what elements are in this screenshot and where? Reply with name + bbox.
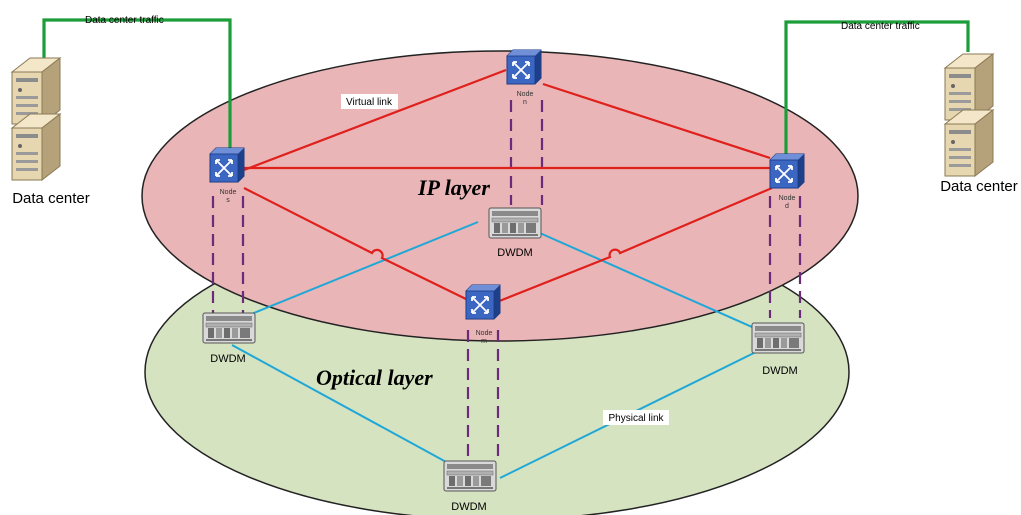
- data-center-traffic-label: Data center traffic: [85, 15, 164, 26]
- router-label: Node: [476, 330, 493, 337]
- data-center-traffic-label: Data center traffic: [841, 21, 920, 32]
- virtual-links: [243, 68, 773, 304]
- router-label: s: [226, 197, 230, 204]
- dwdm-icon: [751, 322, 805, 354]
- dwdm-label: DWDM: [762, 365, 797, 377]
- router-label: m: [481, 338, 487, 345]
- virtual-link-label: Virtual link: [341, 94, 398, 109]
- router-label: Node: [779, 195, 796, 202]
- router-icon: [209, 147, 245, 183]
- dwdm-label: DWDM: [210, 353, 245, 365]
- router-label: n: [523, 99, 527, 106]
- dwdm-device-top: DWDM: [488, 207, 542, 259]
- router-icon: [769, 153, 805, 189]
- router-node-m: Node m: [465, 284, 501, 345]
- router-node-s: Node s: [209, 147, 245, 204]
- dwdm-icon: [488, 207, 542, 239]
- data-center-label: Data center: [940, 178, 1018, 195]
- server-icon: [11, 57, 61, 181]
- virtual-link-text: Virtual link: [346, 97, 393, 108]
- physical-link-label: Physical link: [603, 410, 669, 425]
- data-center-right: Data center Data center traffic: [841, 21, 1018, 195]
- dwdm-device-left: DWDM: [202, 312, 256, 365]
- dwdm-icon: [443, 460, 497, 492]
- traffic-connectors: [42, 18, 970, 158]
- dwdm-device-bottom: DWDM: [443, 460, 497, 513]
- router-node-d: Node d: [769, 153, 805, 210]
- dwdm-device-right: DWDM: [751, 322, 805, 377]
- data-center-label: Data center: [12, 190, 90, 207]
- optical-layer-title: Optical layer: [316, 365, 433, 390]
- ip-layer-plane: [141, 50, 859, 342]
- router-label: d: [785, 203, 789, 210]
- router-label: Node: [517, 91, 534, 98]
- data-center-left: Data center Data center traffic: [11, 15, 164, 207]
- dwdm-label: DWDM: [451, 501, 486, 513]
- router-node-n: Node n: [506, 49, 542, 106]
- router-icon: [465, 284, 501, 320]
- ip-layer-title: IP layer: [417, 175, 490, 200]
- physical-link-text: Physical link: [608, 413, 664, 424]
- dwdm-icon: [202, 312, 256, 344]
- dwdm-label: DWDM: [497, 247, 532, 259]
- router-icon: [506, 49, 542, 85]
- vertical-connectors: [211, 100, 802, 462]
- server-icon: [944, 53, 994, 177]
- router-label: Node: [220, 189, 237, 196]
